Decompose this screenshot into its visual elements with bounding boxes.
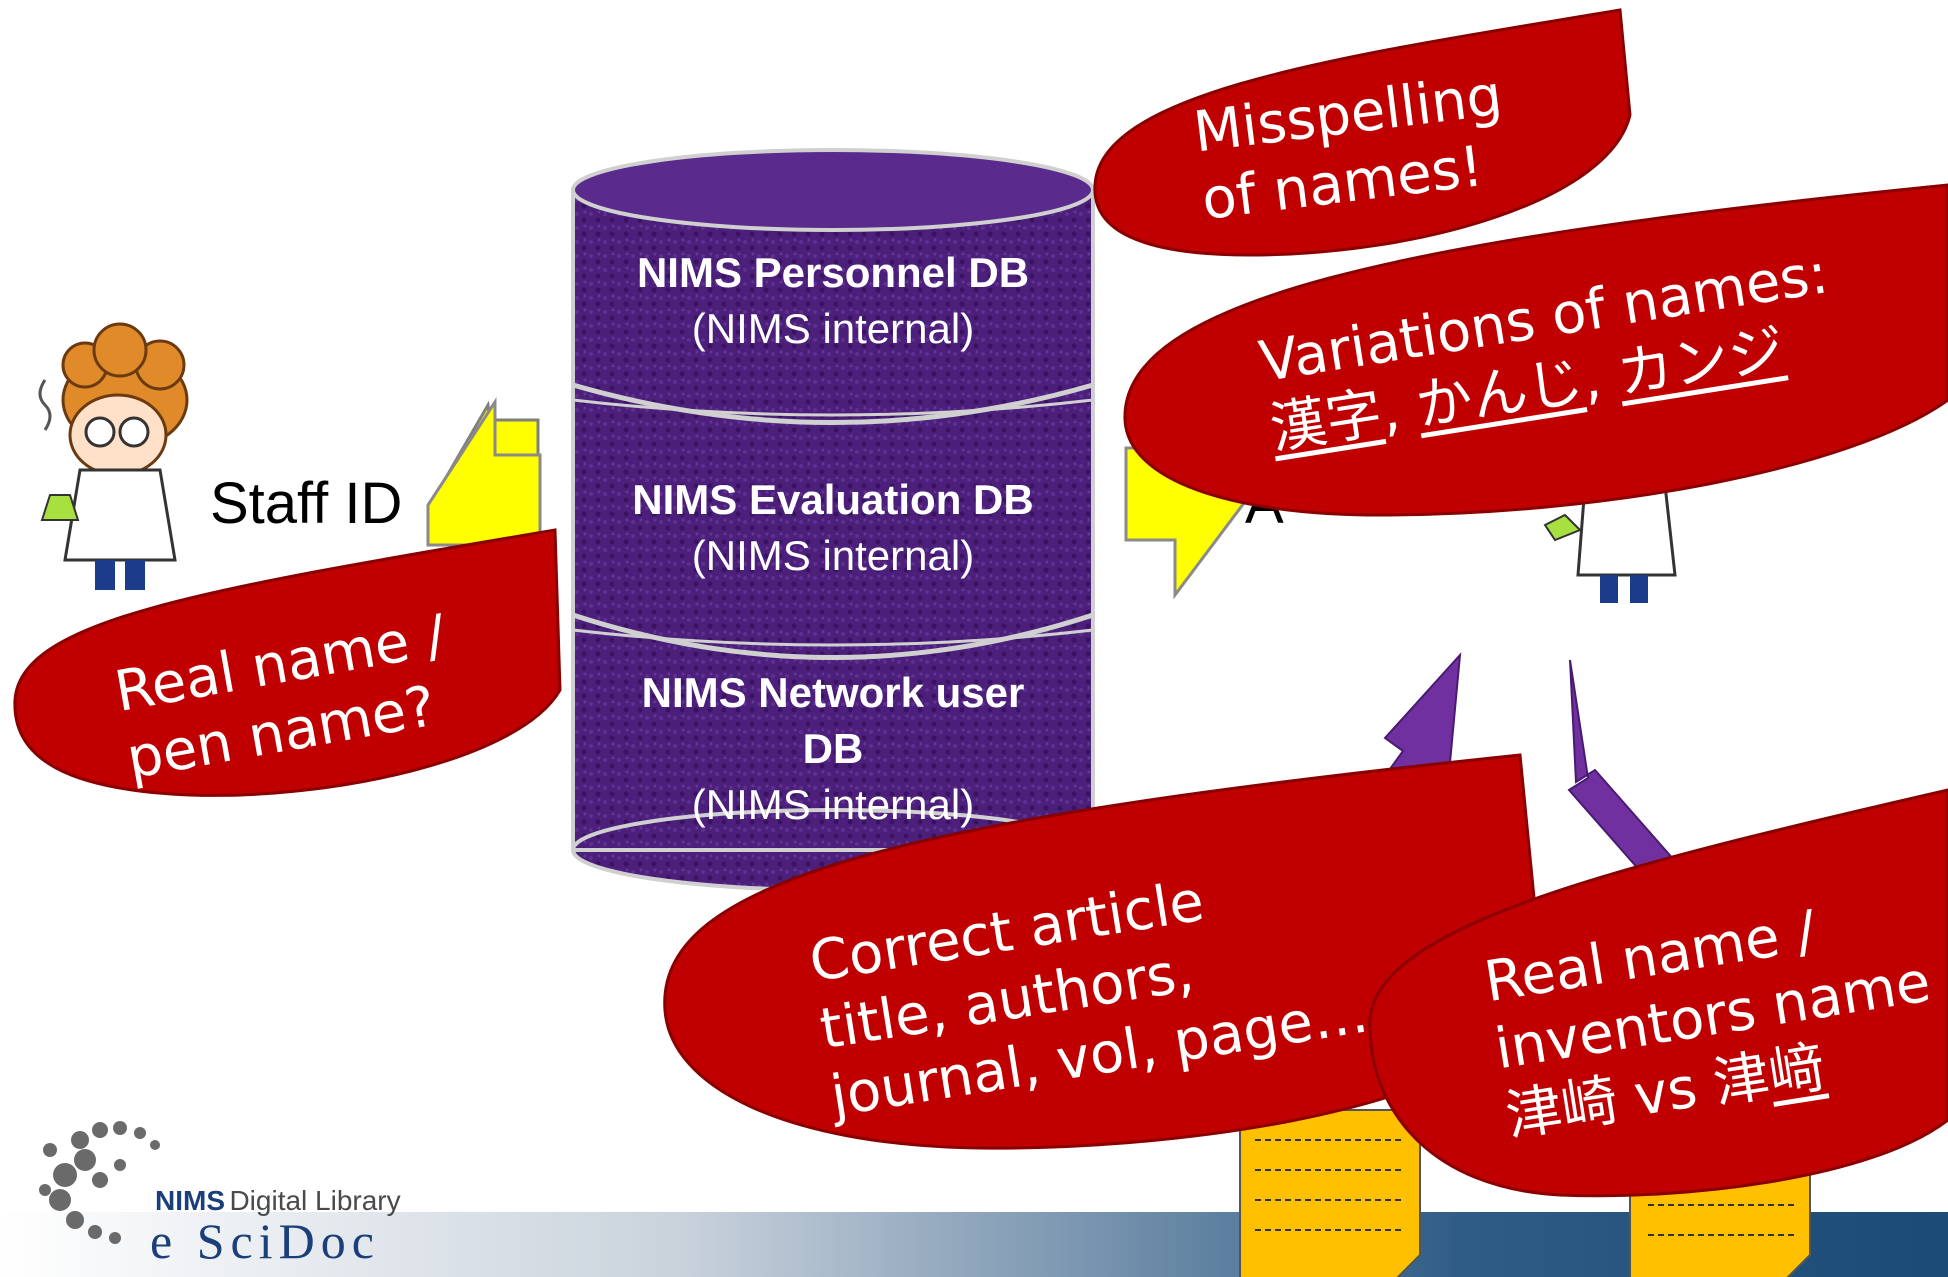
staff-id-label: Staff ID (210, 471, 403, 536)
db-evaluation-subtitle: (NIMS internal) (691, 532, 975, 579)
db-evaluation: NIMS Evaluation DB (NIMS internal) (573, 472, 1093, 584)
logo-nims: NIMS (155, 1185, 225, 1216)
logo-digital-library: Digital Library (229, 1185, 401, 1216)
logo-escidoc: e SciDoc (150, 1213, 380, 1269)
logo-text-top: NIMS Digital Library (155, 1185, 401, 1217)
db-evaluation-title: NIMS Evaluation DB (632, 476, 1034, 523)
document-icon-left (1239, 1109, 1421, 1277)
inventors-kanji-2b: 﨑 (1764, 1034, 1830, 1108)
bubble-variations (1123, 183, 1948, 517)
bubble-real-pen (13, 528, 562, 797)
db-personnel-title: NIMS Personnel DB (636, 249, 1030, 296)
escidoc-logo-mark (39, 1121, 160, 1244)
footer-bar (0, 1212, 1948, 1277)
scientist-left-icon (38, 322, 189, 590)
db-network-title-line1: NIMS Network user (641, 669, 1025, 716)
bubble-inventors (1368, 788, 1948, 1198)
db-network-title-line2: DB (802, 725, 864, 772)
bubble-misspelling (1093, 8, 1632, 257)
db-network-subtitle: (NIMS internal) (691, 781, 975, 828)
inventors-kanji-2a: 津 (1708, 1043, 1775, 1117)
db-personnel-subtitle: (NIMS internal) (691, 305, 975, 352)
db-personnel: NIMS Personnel DB (NIMS internal) (573, 245, 1093, 357)
db-network-user: NIMS Network user DB (NIMS internal) (573, 665, 1093, 833)
inventors-vs: vs (1612, 1052, 1719, 1132)
